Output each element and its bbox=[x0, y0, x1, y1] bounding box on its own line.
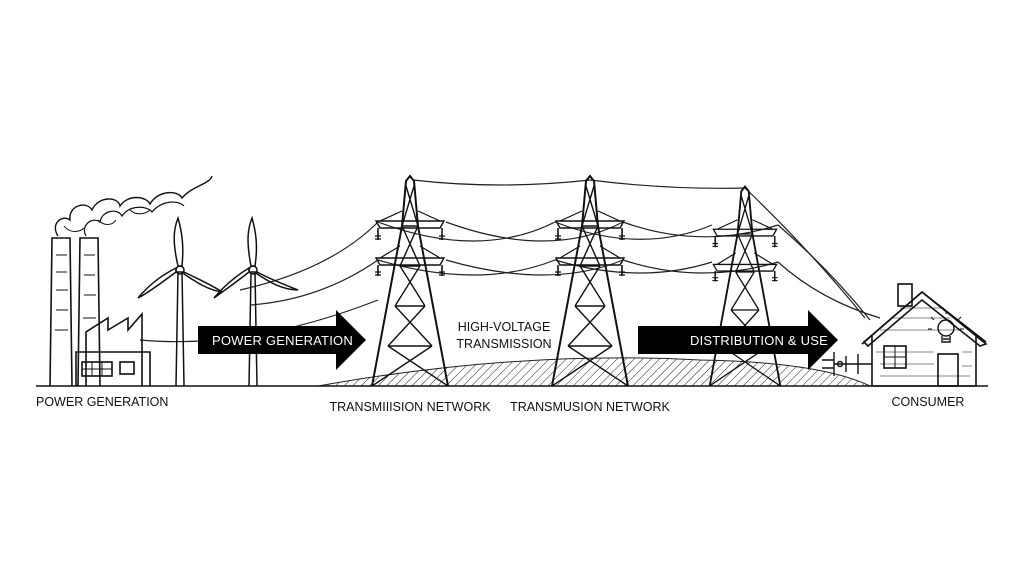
light-bulb-icon bbox=[928, 310, 964, 343]
arrow-distribution-use: DISTRIBUTION & USE bbox=[638, 310, 838, 370]
house-icon bbox=[861, 283, 988, 387]
transformer-icon bbox=[822, 352, 872, 376]
caption-transmission-network-1: TRANSMIIISION NETWORK bbox=[329, 400, 491, 414]
wind-turbine-icon bbox=[137, 215, 223, 387]
transmission-tower-icon bbox=[371, 175, 449, 387]
caption-transmission-network-2: TRANSMUSION NETWORK bbox=[510, 400, 670, 414]
arrow-label-power-generation: POWER GENERATION bbox=[212, 333, 353, 348]
power-lines bbox=[139, 179, 881, 343]
ground-mound bbox=[317, 357, 871, 387]
center-label-line1: HIGH-VOLTAGE bbox=[458, 320, 551, 334]
arrow-label-distribution-use: DISTRIBUTION & USE bbox=[690, 333, 828, 348]
factory-icon bbox=[49, 175, 213, 387]
center-label-line2: TRANSMISSION bbox=[456, 337, 551, 351]
wind-turbine-icon bbox=[213, 215, 299, 387]
transmission-tower-icon bbox=[551, 175, 629, 387]
arrow-power-generation: POWER GENERATION bbox=[198, 310, 366, 370]
transmission-tower-icon bbox=[708, 185, 782, 387]
caption-consumer: CONSUMER bbox=[892, 395, 965, 409]
caption-power-generation: POWER GENERATION bbox=[36, 395, 168, 409]
